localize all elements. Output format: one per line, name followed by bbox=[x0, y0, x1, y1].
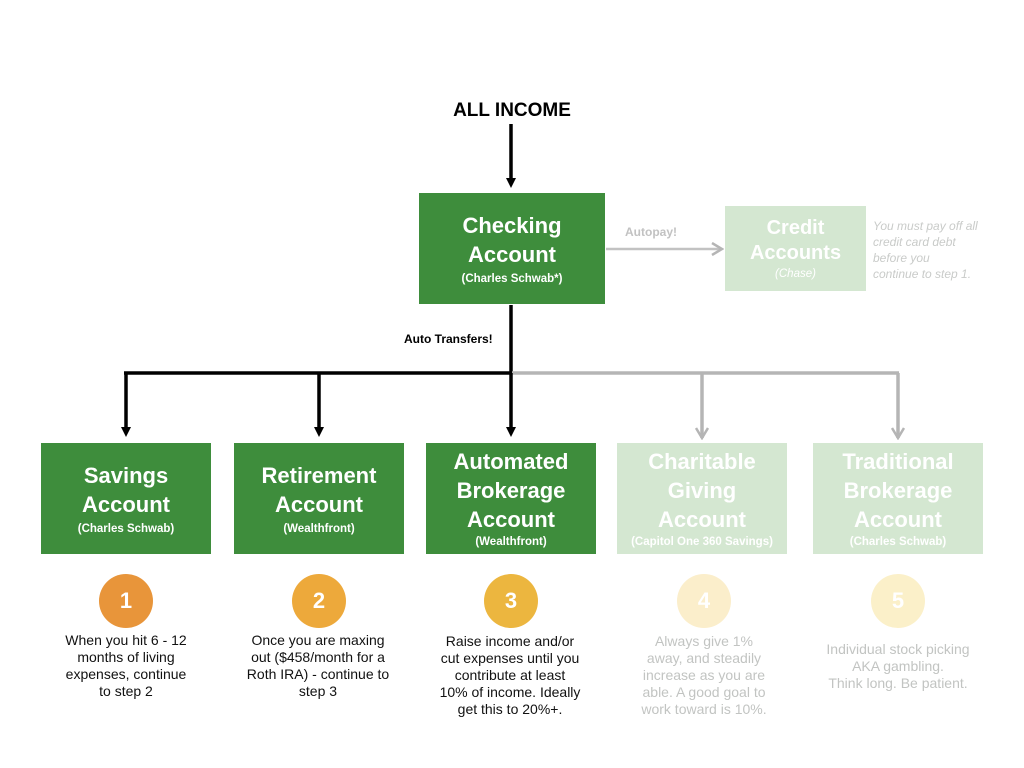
step-2-badge: 2 bbox=[292, 574, 346, 628]
charitable-giving-box: Charitable Giving Account (Capitol One 3… bbox=[617, 443, 787, 554]
retirement-account-box: Retirement Account (Wealthfront) bbox=[234, 443, 404, 554]
charitable-title-line-2: Giving bbox=[667, 478, 737, 503]
savings-title-line-2: Account bbox=[82, 491, 170, 517]
credit-title-line-2: Accounts bbox=[749, 241, 842, 264]
traditional-title-line-1: Traditional bbox=[842, 449, 954, 474]
retirement-provider: (Wealthfront) bbox=[283, 522, 355, 535]
step-3-description: Raise income and/or cut expenses until y… bbox=[439, 633, 581, 717]
savings-account-box: Savings Account (Charles Schwab) bbox=[41, 443, 211, 554]
retirement-title-line-1: Retirement bbox=[261, 462, 377, 488]
step-1-description: When you hit 6 - 12 months of living exp… bbox=[65, 632, 187, 699]
checking-title-line-1: Checking bbox=[462, 212, 562, 238]
step-1-badge: 1 bbox=[99, 574, 153, 628]
credit-provider: (Chase) bbox=[775, 267, 816, 280]
step-5-badge: 5 bbox=[871, 574, 925, 628]
automated-title-line-3: Account bbox=[467, 507, 555, 532]
checking-provider: (Charles Schwab*) bbox=[461, 272, 563, 285]
step-3-badge: 3 bbox=[484, 574, 538, 628]
step-4-description: Always give 1% away, and steadily increa… bbox=[641, 633, 767, 717]
traditional-brokerage-box: Traditional Brokerage Account (Charles S… bbox=[813, 443, 983, 554]
step-5-description: Individual stock picking AKA gambling. T… bbox=[826, 641, 970, 691]
diagram-title: ALL INCOME bbox=[453, 100, 571, 121]
savings-provider: (Charles Schwab) bbox=[77, 522, 175, 535]
charitable-provider: (Capitol One 360 Savings) bbox=[631, 536, 773, 548]
automated-title-line-2: Brokerage bbox=[456, 478, 566, 503]
charitable-title-line-3: Account bbox=[658, 507, 746, 532]
credit-title-line-1: Credit bbox=[766, 216, 825, 239]
charitable-title-line-1: Charitable bbox=[648, 449, 756, 474]
checking-account-box: Checking Account (Charles Schwab*) bbox=[419, 193, 605, 304]
automated-brokerage-box: Automated Brokerage Account (Wealthfront… bbox=[426, 443, 596, 554]
credit-note: You must pay off all credit card debt be… bbox=[873, 219, 978, 281]
step-4-badge: 4 bbox=[677, 574, 731, 628]
traditional-provider: (Charles Schwab) bbox=[849, 536, 947, 548]
autopay-label: Autopay! bbox=[625, 225, 677, 239]
traditional-title-line-2: Brokerage bbox=[843, 478, 953, 503]
savings-title-line-1: Savings bbox=[83, 462, 169, 488]
retirement-title-line-2: Account bbox=[275, 491, 363, 517]
automated-provider: (Wealthfront) bbox=[475, 536, 547, 548]
step-2-description: Once you are maxing out ($458/month for … bbox=[246, 632, 390, 699]
automated-title-line-1: Automated bbox=[453, 449, 569, 474]
auto-transfers-label: Auto Transfers! bbox=[404, 332, 493, 346]
credit-accounts-box: Credit Accounts (Chase) bbox=[725, 206, 866, 291]
checking-title-line-2: Account bbox=[468, 241, 556, 267]
traditional-title-line-3: Account bbox=[854, 507, 942, 532]
